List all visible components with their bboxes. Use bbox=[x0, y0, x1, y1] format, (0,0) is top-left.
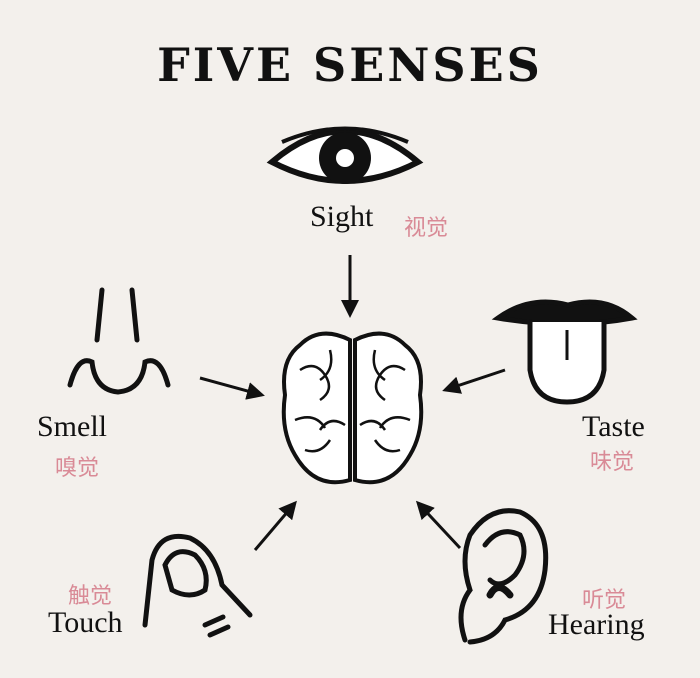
taste-label-zh: 味觉 bbox=[590, 450, 635, 475]
taste-label-en: Taste bbox=[582, 410, 645, 443]
smell-label-en: Smell bbox=[37, 410, 108, 443]
eye-icon bbox=[266, 126, 424, 184]
brain-icon bbox=[281, 331, 424, 485]
sight-label-en: Sight bbox=[310, 200, 374, 233]
sight-label-zh: 视觉 bbox=[404, 216, 449, 241]
page-title: FIVE SENSES bbox=[157, 38, 543, 92]
hearing-label-en: Hearing bbox=[548, 608, 645, 641]
tongue-icon bbox=[491, 299, 638, 405]
arrow-taste bbox=[442, 368, 506, 394]
hearing-label-zh: 听觉 bbox=[582, 588, 627, 613]
smell-label-zh: 嗅觉 bbox=[55, 456, 100, 481]
touch-label-zh: 触觉 bbox=[68, 584, 113, 609]
arrows bbox=[199, 255, 506, 551]
nose-icon bbox=[67, 287, 171, 395]
arrow-touch bbox=[253, 500, 297, 551]
finger-icon bbox=[142, 533, 253, 638]
arrow-hearing bbox=[415, 500, 462, 550]
touch-label-en: Touch bbox=[48, 606, 123, 639]
arrow-smell bbox=[199, 376, 265, 400]
ear-icon bbox=[458, 508, 549, 645]
